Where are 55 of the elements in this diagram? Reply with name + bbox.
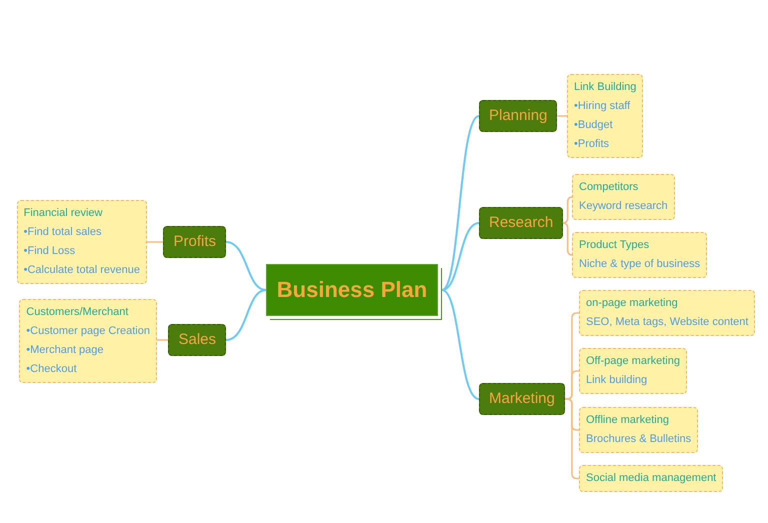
connector-line: [564, 370, 579, 400]
note-heading: on-page marketing: [586, 296, 678, 311]
topic-label: Profits: [173, 233, 216, 250]
note-heading: Product Types: [579, 238, 650, 253]
note-heading: Link Building: [574, 80, 636, 95]
note-item: •Calculate total revenue: [24, 263, 140, 278]
note-heading: Off-page marketing: [586, 354, 680, 369]
note-box: [19, 299, 157, 383]
note-item: •Profits: [574, 137, 610, 152]
note-item: SEO, Meta tags, Website content: [586, 315, 748, 330]
topic-box: [479, 207, 564, 239]
note-box: [579, 407, 698, 453]
note-item: Keyword research: [579, 199, 668, 214]
note-box: [16, 200, 147, 284]
note-item: •Find Loss: [24, 244, 76, 259]
note-heading: Customers/Merchant: [26, 305, 128, 320]
note-heading: Financial review: [24, 206, 102, 221]
note-item: Niche & type of business: [579, 257, 700, 272]
note-item: •Merchant page: [26, 343, 104, 358]
connector-line: [557, 115, 567, 117]
connector-line: [226, 289, 266, 341]
connector-line: [562, 222, 574, 256]
note-item: •Hiring staff: [574, 99, 630, 114]
connector-line: [442, 222, 480, 291]
note-box: [579, 348, 687, 394]
topic-box: [163, 226, 226, 258]
note-box: [579, 290, 756, 336]
note-box: [579, 465, 724, 492]
central-topic-label: Business Plan: [276, 277, 428, 303]
topic-label: Marketing: [489, 390, 555, 407]
connector-line: [147, 241, 164, 243]
topic-label: Research: [489, 214, 554, 231]
topic-box: [479, 100, 558, 132]
note-item: Link building: [586, 373, 648, 388]
note-heading: Offline marketing: [586, 413, 669, 428]
connector-line: [442, 289, 480, 400]
topic-box: [168, 324, 226, 356]
note-item: •Budget: [574, 118, 613, 133]
note-box: [572, 232, 708, 278]
note-item: •Find total sales: [24, 225, 102, 240]
note-box: [572, 174, 675, 220]
note-item: Brochures & Bulletins: [586, 432, 692, 447]
note-box: [567, 74, 644, 158]
topic-box: [479, 383, 565, 415]
note-heading: Social media management: [586, 471, 716, 486]
note-item: •Checkout: [26, 362, 77, 377]
note-heading: Competitors: [579, 180, 638, 195]
central-topic-box: [266, 264, 442, 320]
connector-line: [157, 339, 168, 341]
connector-line: [562, 196, 574, 224]
connector-line: [441, 115, 480, 291]
connector-line: [226, 241, 266, 291]
topic-label: Planning: [489, 107, 548, 124]
topic-label: Sales: [178, 331, 216, 348]
note-item: •Customer page Creation: [26, 324, 150, 339]
